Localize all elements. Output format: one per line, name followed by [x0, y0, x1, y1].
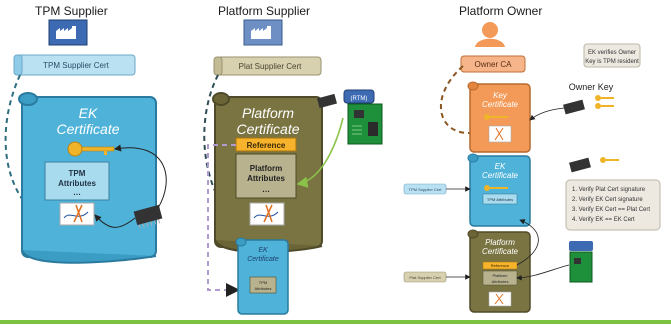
checklist-item: 3. Verify EK Cert == Plat Cert	[572, 207, 650, 213]
owner-platform-title-line2: Certificate	[482, 247, 519, 256]
factory-icon-tpm	[48, 19, 88, 46]
signature-stamp	[249, 202, 285, 226]
platform-attr-line3: …	[262, 185, 270, 194]
owner-rtm-board-icon	[569, 241, 593, 283]
ek-title-line2: Certificate	[56, 121, 119, 137]
platform-title-line1: Platform	[242, 105, 294, 121]
key-icon	[67, 141, 115, 157]
reference-dashed-link	[207, 144, 240, 297]
tpm-attributes-box: TPM Attributes …	[44, 161, 110, 201]
ek-title-line1: EK	[79, 105, 98, 121]
bottom-green-bar	[0, 320, 671, 324]
key-certificate-scroll: Key Certificate	[467, 81, 531, 153]
chip-to-stamp-arrow	[94, 214, 136, 228]
reference-box: Reference	[235, 137, 297, 152]
owner-platform-certificate-scroll: Platform Certificate Reference Platform …	[467, 229, 531, 313]
owner-key-arrow	[529, 107, 565, 121]
small-ek-title-line2: Certificate	[247, 256, 279, 263]
board-to-attributes-arrow	[296, 117, 344, 188]
checklist-item: 1. Verify Plat Cert signature	[572, 187, 646, 193]
owner-platform-title-line1: Platform	[485, 238, 515, 247]
owner-loop-arrow	[516, 219, 539, 266]
owner-platform-attr-line1: Platform	[493, 273, 509, 278]
owner-ek-attr: TPM Attributes	[487, 197, 513, 202]
small-ek-attr-line1: TPM	[259, 280, 267, 285]
note-line2: Key is TPM resident	[585, 59, 639, 65]
platform-attr-line2: Attributes	[247, 174, 285, 183]
owner-ek-chip-icon	[569, 157, 591, 173]
owner-plat-supplier-cert: Plat Supplier Cert	[403, 271, 447, 283]
owner-ek-key-icon	[600, 157, 619, 163]
checklist-box: 1. Verify Plat Cert signature 2. Verify …	[565, 179, 661, 231]
note-box: EK verifies Owner Key is TPM resident	[583, 43, 641, 68]
signature-stamp	[59, 202, 95, 226]
small-ek-attr-line2: Attributes	[255, 286, 272, 291]
small-ek-title-line1: EK	[258, 247, 268, 254]
platform-title-line2: Certificate	[236, 121, 299, 137]
tpm-supplier-cert-label: TPM Supplier Cert	[43, 61, 110, 70]
rtm-chip-icon	[317, 93, 337, 109]
platform-attributes-box: Platform Attributes …	[235, 153, 297, 199]
tpm-cert-dashed-link	[4, 74, 57, 229]
header-platform-supplier: Platform Supplier	[218, 4, 311, 18]
factory-icon-platform	[243, 19, 283, 46]
owner-ca-dashed-link	[439, 65, 479, 135]
owner-ek-title-line2: Certificate	[482, 171, 519, 180]
plat-supplier-cert-label: Plat Supplier Cert	[239, 62, 302, 71]
platform-attr-line1: Platform	[250, 164, 282, 173]
owner-key-label: Owner Key	[569, 82, 614, 92]
owner-ca-label: Owner CA	[475, 60, 513, 69]
board-to-owner-attr-arrow	[516, 264, 570, 281]
owner-ek-certificate-scroll: EK Certificate TPM Attributes	[467, 153, 531, 227]
chip-to-key-arrow	[114, 144, 167, 209]
note-line1: EK verifies Owner	[588, 50, 636, 56]
owner-ca-scroll: Owner CA	[460, 55, 526, 73]
rtm-badge: (RTM)	[343, 89, 375, 104]
tpm-attr-line2: Attributes	[58, 179, 96, 188]
small-ek-certificate-scroll: EK Certificate TPM Attributes	[235, 237, 289, 315]
owner-avatar	[475, 22, 505, 47]
reference-label: Reference	[247, 141, 286, 150]
plat-supplier-cert-scroll: Plat Supplier Cert	[213, 56, 322, 76]
tpm-attr-line3: …	[73, 188, 81, 197]
tpm-supplier-cert-scroll: TPM Supplier Cert	[13, 54, 136, 76]
owner-plat-supplier-cert-label: Plat Supplier Cert	[409, 275, 441, 280]
owner-ek-title-line1: EK	[495, 162, 506, 171]
owner-platform-attr-line2: Attributes	[492, 279, 509, 284]
checklist-item: 4. Verify EK == EK Cert	[572, 217, 635, 223]
tpm-attr-line1: TPM	[69, 169, 86, 178]
owner-tpm-supplier-cert: TPM Supplier Cert	[403, 183, 447, 195]
rtm-label: (RTM)	[351, 96, 368, 102]
checklist-item: 2. Verify EK Cert signature	[572, 197, 643, 203]
tpm-chip-icon	[133, 204, 163, 229]
owner-key-chip-icon	[563, 99, 585, 115]
header-tpm-supplier: TPM Supplier	[35, 4, 108, 18]
owner-reference-label: Reference	[491, 263, 510, 268]
key-cert-title-line2: Certificate	[482, 100, 519, 109]
key-cert-title-line1: Key	[493, 91, 508, 100]
header-platform-owner: Platform Owner	[459, 4, 543, 18]
motherboard-icon	[347, 103, 383, 145]
owner-tpm-supplier-cert-label: TPM Supplier Cert	[409, 187, 443, 192]
checklist-items: 1. Verify Plat Cert signature 2. Verify …	[572, 187, 650, 223]
owner-key-icon	[595, 95, 614, 109]
